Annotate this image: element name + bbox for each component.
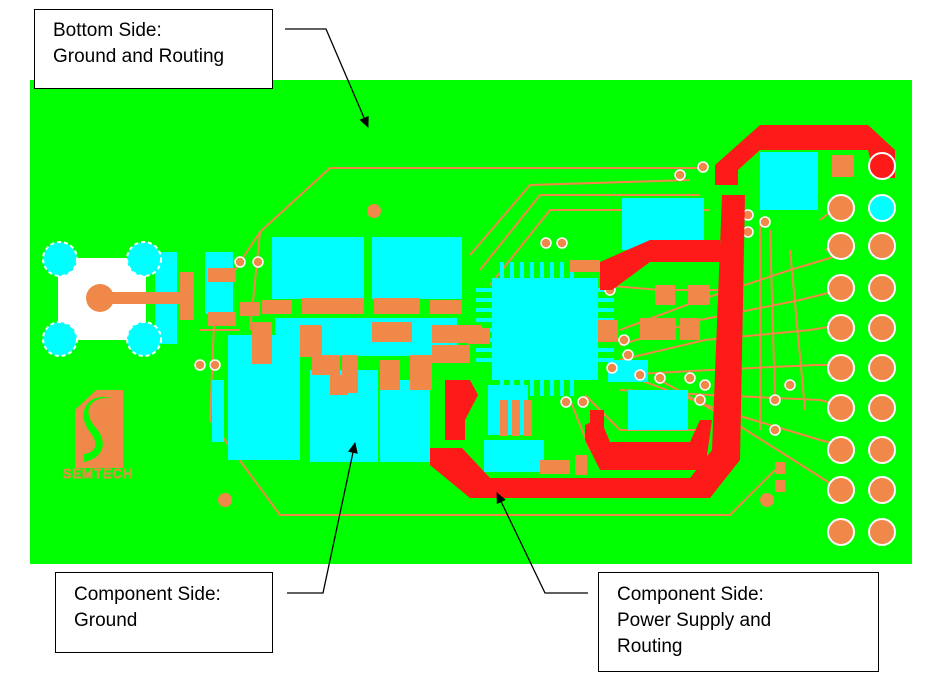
semtech-logo: SEMTECH — [62, 390, 134, 482]
callout-component-ground-line1: Component Side: — [74, 584, 221, 605]
power-supply-traces — [430, 125, 895, 498]
callout-leaders — [285, 28, 588, 594]
callout-component-ground-line2: Ground — [74, 610, 138, 631]
leader-bottom-side — [285, 28, 369, 128]
callout-component-power-line2: Power Supply and — [617, 610, 772, 631]
callout-component-power: Component Side: Power Supply and Routing — [598, 572, 879, 672]
leader-component-ground — [287, 442, 358, 594]
callout-component-power-line1: Component Side: — [617, 584, 764, 605]
callout-component-power-line3: Routing — [617, 636, 683, 657]
callout-bottom-side-line2: Ground and Routing — [53, 46, 225, 67]
callout-bottom-side-line1: Bottom Side: — [53, 20, 162, 41]
callout-bottom-side: Bottom Side: Ground and Routing — [34, 9, 273, 89]
component-pads — [208, 155, 854, 492]
component-side-ground — [155, 152, 818, 472]
semtech-logo-text: SEMTECH — [63, 466, 134, 481]
callout-component-ground: Component Side: Ground — [55, 572, 273, 653]
sma-connector — [42, 241, 194, 357]
leader-component-power — [496, 492, 588, 594]
mounting-holes — [218, 204, 774, 507]
header-connector-pins — [827, 152, 896, 546]
vias — [194, 161, 796, 436]
